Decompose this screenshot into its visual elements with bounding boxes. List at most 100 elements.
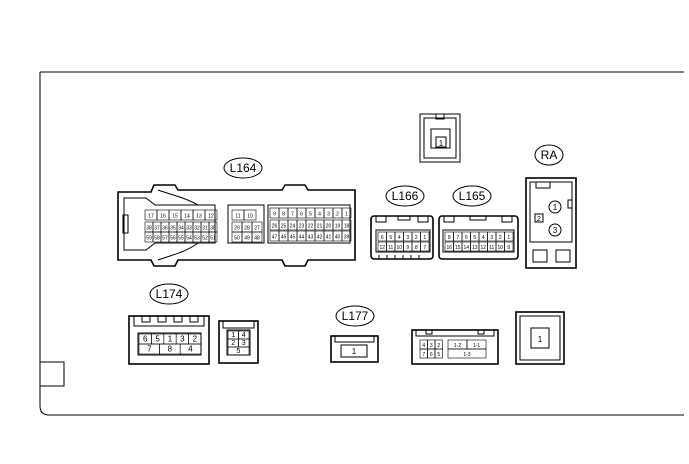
panel-outline [39, 71, 684, 416]
connector-top-single: 1 [419, 113, 461, 163]
l164-c2-pin-label: 20 [326, 224, 332, 230]
l165-r1-pin-label: 7 [456, 235, 459, 241]
l165-r2-pin-label: 13 [472, 245, 478, 251]
l164-a1-pin-label: 17 [148, 214, 154, 220]
l165-r2-pin-label: 10 [497, 245, 503, 251]
l164-c2-pin-label: 21 [317, 224, 323, 230]
l166-r1-pin-label: 1 [423, 235, 426, 241]
l164-c2-pin-label: 19 [335, 224, 341, 230]
l165-r1-pin-cell [504, 231, 514, 242]
small-five-housing [218, 320, 259, 364]
l164-a3-pin-label: 58 [154, 236, 160, 242]
l164-a2-pin-label: 37 [154, 226, 160, 232]
l164-label-bubble [223, 157, 263, 179]
l164-c2-pin-label: 24 [290, 224, 296, 230]
l166-r2-pin-label: 8 [415, 245, 418, 251]
ra-label-bubble [534, 144, 564, 166]
l166-r1-pin-label: 2 [415, 235, 418, 241]
l165-r2-pin-cell [504, 241, 514, 252]
l165-label: L165 [459, 189, 486, 203]
l165-r2-pin-label: 15 [455, 245, 461, 251]
l174-label-bubble [149, 283, 189, 305]
l164-c1-pin-label: 7 [291, 212, 294, 218]
l165-housing [438, 215, 519, 260]
l164-c2-pin-label: 22 [308, 224, 314, 230]
l164-b2-pin-label: 29 [234, 226, 240, 232]
l164-a2-pin-label: 38 [146, 226, 152, 232]
l164-c3-pin-label: 42 [317, 235, 323, 241]
l165-r2-pin-label: 16 [446, 245, 452, 251]
l174-housing [128, 315, 210, 365]
l164-a2-pin-label: 36 [162, 226, 168, 232]
hybrid-l2-pin-label: 7 [422, 352, 425, 358]
l164-a2-pin-label: 35 [170, 226, 176, 232]
l174-r2-pin-label: 7 [147, 345, 152, 354]
l166-r2-pin-label: 11 [388, 245, 393, 251]
l164-c2-pin-label: 26 [272, 224, 278, 230]
hybrid-l1-pin-label: 4 [422, 343, 425, 349]
l177-label-bubble [335, 305, 375, 327]
l164-a3-pin-label: 55 [178, 236, 184, 242]
l166-housing [370, 215, 434, 260]
top-single-pin: 1 [439, 139, 444, 148]
l164-c1-pin-label: 3 [327, 212, 330, 218]
l166-r1-pin-label: 4 [398, 235, 401, 241]
l164-a3-pin-cell [208, 231, 218, 243]
l165-r1-pin-label: 1 [507, 235, 510, 241]
l164-b2-pin-label: 27 [254, 226, 260, 232]
l164-b3-pin-label: 49 [244, 236, 250, 242]
ra-pin-b: 3 [553, 226, 558, 235]
l165-r2-pin-label: 14 [463, 245, 469, 251]
l166-r2-pin-label: 9 [406, 245, 409, 251]
ra-housing [525, 177, 577, 269]
l164-c3-pin-cell [341, 230, 352, 242]
hybrid-l2-pin-label: 6 [430, 352, 433, 358]
l164-a3-pin-label: 53 [194, 236, 200, 242]
l164-b3-pin-label: 50 [234, 236, 240, 242]
l164-a2-pin-label: 32 [194, 226, 200, 232]
l164-a2-pin-label: 31 [202, 226, 208, 232]
l165-r1-pin-label: 4 [482, 235, 485, 241]
hybrid-r1-pin-label: 1-1 [473, 343, 480, 349]
l174-r1-pin-label: 1 [168, 335, 173, 344]
l165-r1-pin-label: 3 [490, 235, 493, 241]
hybrid-r1-pin-label: 1-2 [454, 343, 461, 349]
l164-c1-pin-label: 8 [282, 212, 285, 218]
l177-housing [330, 335, 379, 363]
l165-r2-pin-label: 11 [489, 245, 494, 251]
hybrid-l1-pin-label: 3 [430, 343, 433, 349]
l166-r2-pin-cell [420, 241, 430, 252]
l164-a3-pin-label: 57 [162, 236, 168, 242]
l164-c1-pin-cell [341, 207, 352, 219]
small-five-r2-pin-label: 2 [231, 340, 235, 347]
l165-r2-pin-label: 9 [507, 245, 510, 251]
ra-side-pin: 2 [537, 216, 541, 223]
l164-c2-pin-cell [341, 219, 352, 231]
l166-r2-pin-label: 10 [396, 245, 402, 251]
l174-r1-pin-label: 2 [193, 335, 198, 344]
l164-housing [117, 184, 356, 267]
big-single-housing [515, 311, 565, 365]
hybrid-l1-pin-label: 2 [437, 343, 440, 349]
l164-a1-pin-label: 16 [160, 214, 166, 220]
l165-label-bubble [452, 185, 492, 207]
l164-a2-pin-label: 34 [178, 226, 184, 232]
hybrid-r2-pin-label: 1-3 [463, 352, 470, 358]
hybrid-l2-pin-label: 5 [437, 352, 440, 358]
l164-a1-pin-label: 13 [196, 214, 202, 220]
l174-r2-pin-label: 8 [168, 345, 173, 354]
l164-c2-pin-label: 23 [299, 224, 305, 230]
l166-label: L166 [392, 189, 419, 203]
l166-r1-pin-label: 5 [389, 235, 392, 241]
l164-a1-pin-label: 14 [184, 214, 190, 220]
l164-c1-pin-label: 5 [309, 212, 312, 218]
l164-c2-pin-label: 25 [281, 224, 287, 230]
